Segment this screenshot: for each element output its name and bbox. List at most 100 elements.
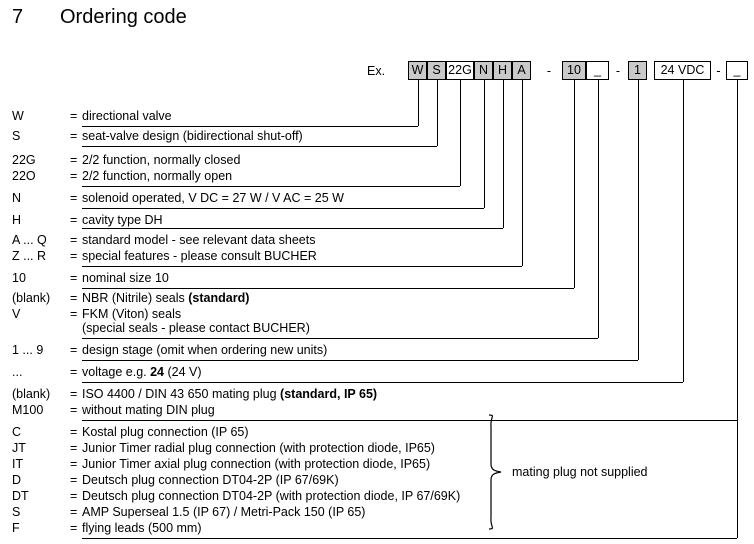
legend-equals-13: = (70, 365, 78, 379)
legend-equals-12: = (70, 343, 78, 357)
group-connector-6 (574, 80, 576, 288)
code-box-3: N (474, 61, 493, 80)
legend-equals-10: = (70, 307, 78, 321)
legend-value-5: cavity type DH (82, 213, 163, 227)
legend-value-21: AMP Superseal 1.5 (IP 67) / Metri-Pack 1… (82, 505, 366, 519)
legend-equals-5: = (70, 213, 78, 227)
legend-key-8: 10 (12, 271, 26, 285)
group-rule-6 (82, 288, 574, 290)
legend-key-0: W (12, 109, 24, 123)
group-connector-5 (521, 80, 523, 266)
legend-value-0: directional valve (82, 109, 172, 123)
section-title: Ordering code (60, 6, 187, 28)
code-box-0: W (408, 61, 427, 80)
legend-value-11: (special seals - please contact BUCHER) (82, 321, 310, 335)
legend-value-7: special features - please consult BUCHER (82, 249, 317, 263)
legend-equals-16: = (70, 425, 78, 439)
legend-equals-6: = (70, 233, 78, 247)
legend-key-18: IT (12, 457, 24, 471)
code-box-7: _ (586, 61, 609, 80)
code-box-9: 24 VDC (654, 61, 711, 80)
legend-value-12: design stage (omit when ordering new uni… (82, 343, 328, 357)
group-rule-3 (82, 208, 484, 210)
legend-value-20: Deutsch plug connection DT04-2P (with pr… (82, 489, 461, 503)
legend-value-19: Deutsch plug connection DT04-2P (IP 67/6… (82, 473, 339, 487)
group-rule-9 (82, 382, 683, 384)
legend-equals-8: = (70, 271, 78, 285)
legend-value-17: Junior Timer radial plug connection (wit… (82, 441, 435, 455)
group-rule-7 (82, 338, 598, 340)
code-separator-1: - (615, 63, 621, 78)
legend-key-14: (blank) (12, 387, 51, 401)
group-connector-3 (483, 80, 485, 208)
example-label: Ex. (367, 64, 386, 78)
group-rule-8 (82, 360, 638, 362)
legend-key-13: ... (12, 365, 23, 379)
legend-value-8: nominal size 10 (82, 271, 169, 285)
legend-equals-20: = (70, 489, 78, 503)
legend-equals-2: = (70, 153, 78, 167)
legend-value-2: 2/2 function, normally closed (82, 153, 241, 167)
group-rule-1 (82, 146, 437, 148)
legend-equals-18: = (70, 457, 78, 471)
code-box-4: H (493, 61, 512, 80)
legend-key-5: H (12, 213, 22, 227)
legend-key-22: F (12, 521, 20, 535)
legend-value-16: Kostal plug connection (IP 65) (82, 425, 249, 439)
group-connector-1 (436, 80, 438, 146)
legend-value-3: 2/2 function, normally open (82, 169, 233, 183)
legend-equals-19: = (70, 473, 78, 487)
group-rule-4 (82, 228, 503, 230)
legend-equals-3: = (70, 169, 78, 183)
legend-equals-17: = (70, 441, 78, 455)
group-rule-11 (82, 538, 737, 540)
legend-equals-4: = (70, 191, 78, 205)
legend-key-6: A ... Q (12, 233, 47, 247)
legend-key-1: S (12, 129, 21, 143)
legend-key-20: DT (12, 489, 29, 503)
legend-key-19: D (12, 473, 22, 487)
legend-equals-15: = (70, 403, 78, 417)
legend-value-6: standard model - see relevant data sheet… (82, 233, 316, 247)
group-connector-7 (597, 80, 599, 338)
legend-equals-9: = (70, 291, 78, 305)
legend-value-22: flying leads (500 mm) (82, 521, 202, 535)
group-connector-9 (682, 80, 684, 382)
group-connector-0 (417, 80, 419, 126)
code-box-8: 1 (628, 61, 647, 80)
legend-equals-22: = (70, 521, 78, 535)
legend-value-14: ISO 4400 / DIN 43 650 mating plug (stand… (82, 387, 378, 401)
legend-key-12: 1 ... 9 (12, 343, 44, 357)
legend-equals-21: = (70, 505, 78, 519)
legend-key-10: V (12, 307, 21, 321)
page-title: 7 Ordering code (12, 6, 512, 36)
legend-key-2: 22G (12, 153, 36, 167)
code-box-10: _ (726, 61, 748, 80)
legend-value-15: without mating DIN plug (82, 403, 215, 417)
legend-value-18: Junior Timer axial plug connection (with… (82, 457, 431, 471)
group-rule-10 (82, 420, 737, 422)
legend-value-9: NBR (Nitrile) seals (standard) (82, 291, 250, 305)
legend-equals-14: = (70, 387, 78, 401)
code-box-2: 22G (446, 61, 474, 80)
group-connector-2 (460, 80, 462, 186)
group-connector-11 (737, 80, 739, 538)
group-rule-5 (82, 266, 522, 268)
legend-value-10: FKM (Viton) seals (82, 307, 182, 321)
legend-key-17: JT (12, 441, 26, 455)
code-box-1: S (427, 61, 446, 80)
legend-value-1: seat-valve design (bidirectional shut-of… (82, 129, 303, 143)
section-number: 7 (12, 6, 24, 28)
legend-key-21: S (12, 505, 21, 519)
legend-key-7: Z ... R (12, 249, 47, 263)
mating-plug-note: mating plug not supplied (512, 465, 648, 479)
legend-key-15: M100 (12, 403, 44, 417)
code-box-5: A (512, 61, 531, 80)
legend-equals-0: = (70, 109, 78, 123)
legend-key-16: C (12, 425, 22, 439)
group-connector-4 (502, 80, 504, 228)
group-rule-0 (82, 126, 418, 128)
code-separator-2: - (716, 63, 721, 78)
group-connector-8 (637, 80, 639, 360)
